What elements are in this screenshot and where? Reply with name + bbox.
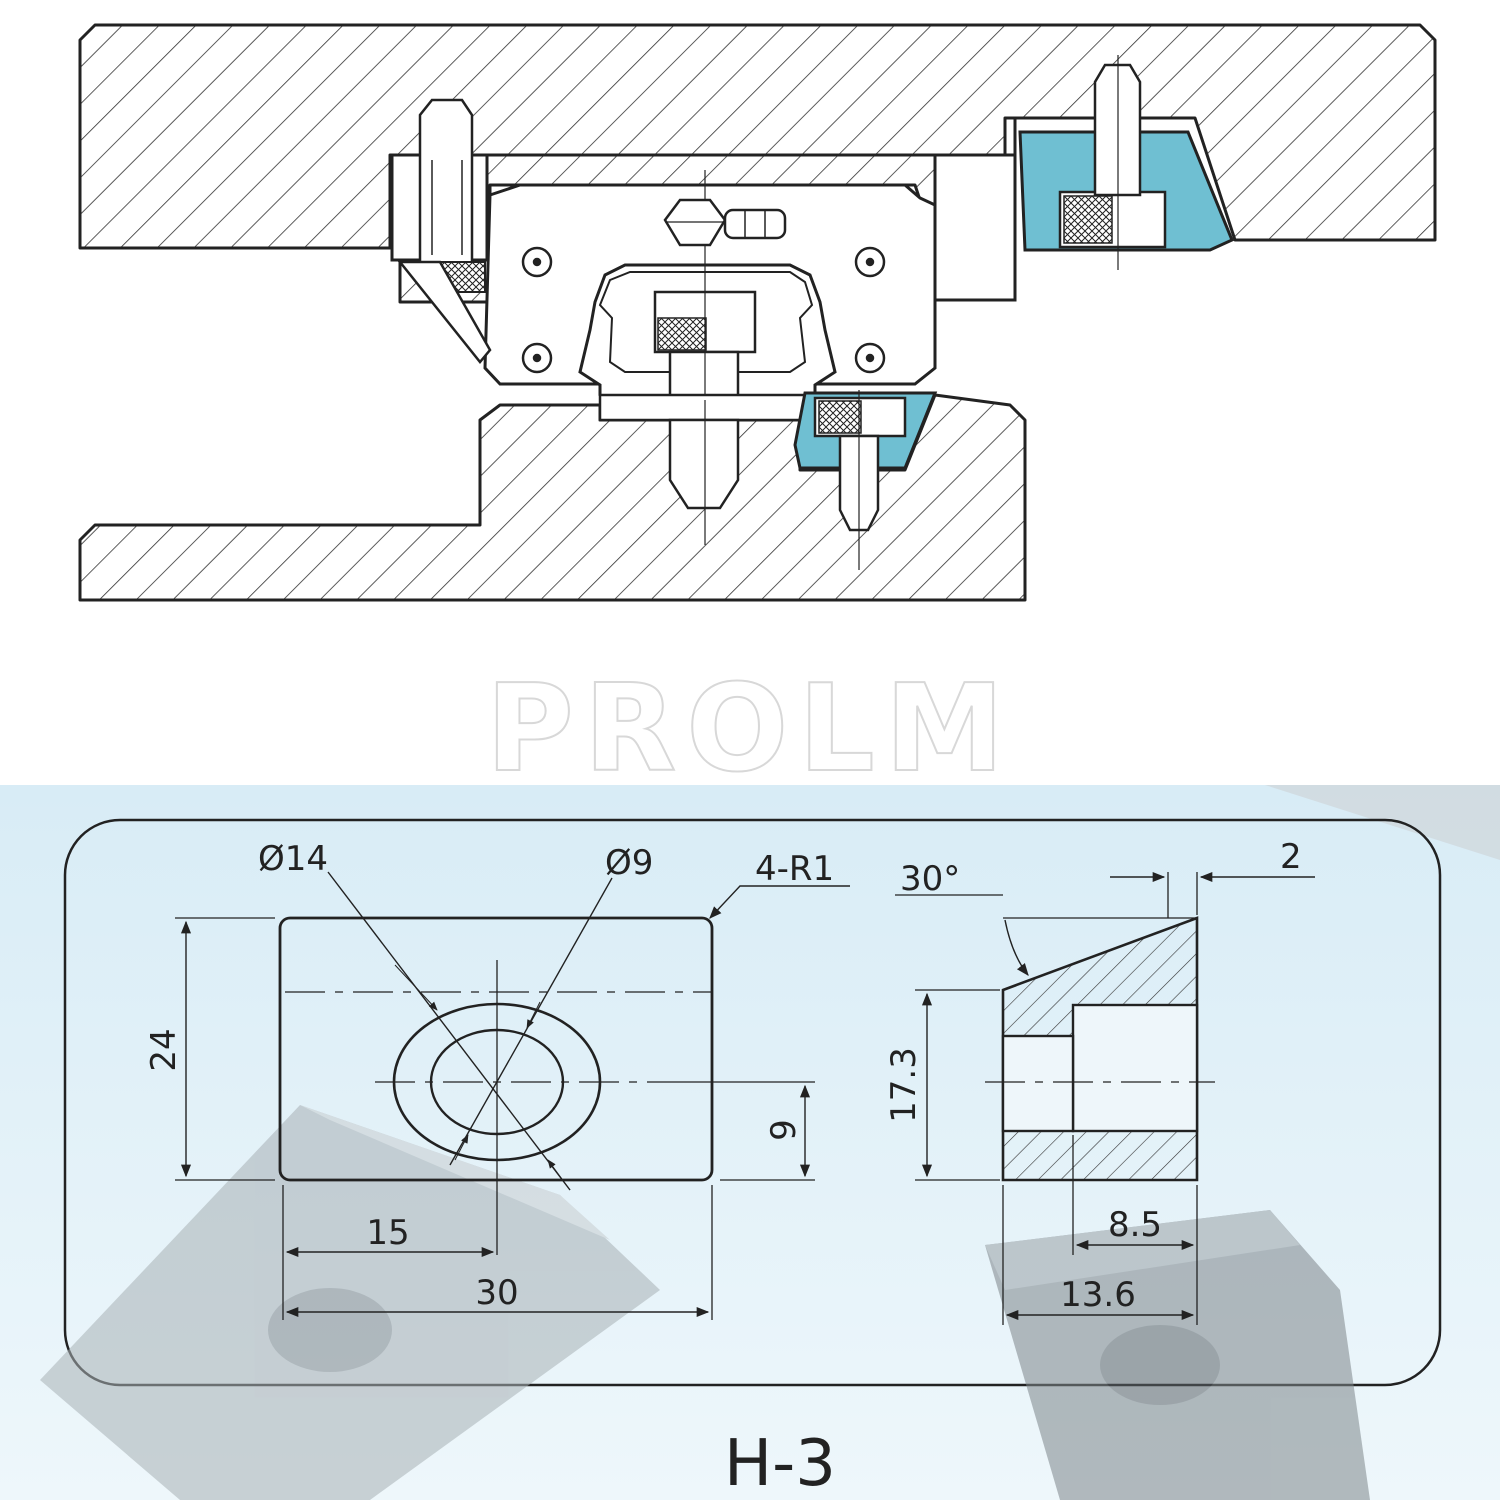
label-inner-diameter: Ø9 [605,843,653,883]
label-hole-x-15: 15 [366,1213,409,1253]
inner-bore [429,1028,565,1136]
outer-bore [392,1002,602,1162]
label-top-offset: 2 [1280,837,1302,877]
drawing-frame [63,818,1442,1387]
label-height-24: 24 [144,1028,184,1071]
label-length-13-6: 13.6 [1060,1275,1136,1315]
label-corner-radius: 4-R1 [755,849,834,889]
label-angle: 30° [900,859,960,899]
part-code: H-3 [724,1427,836,1500]
label-depth-8-5: 8.5 [1108,1205,1162,1245]
label-height-17-3: 17.3 [884,1047,924,1123]
front-view [175,871,850,1320]
carriage-screws [521,246,886,374]
label-width-30: 30 [475,1273,518,1313]
product-photo-ghost-right [985,1210,1370,1500]
grease-nipple [663,198,787,247]
wedge-pocket [1071,1003,1199,1133]
label-outer-diameter: Ø14 [258,839,328,879]
label-hole-height-9: 9 [764,1119,804,1141]
assembly-section-view [78,23,1437,602]
watermark: PROLM [486,660,1014,799]
front-outline [278,916,714,1182]
left-bolt [418,98,474,270]
side-section-view [895,871,1315,1325]
